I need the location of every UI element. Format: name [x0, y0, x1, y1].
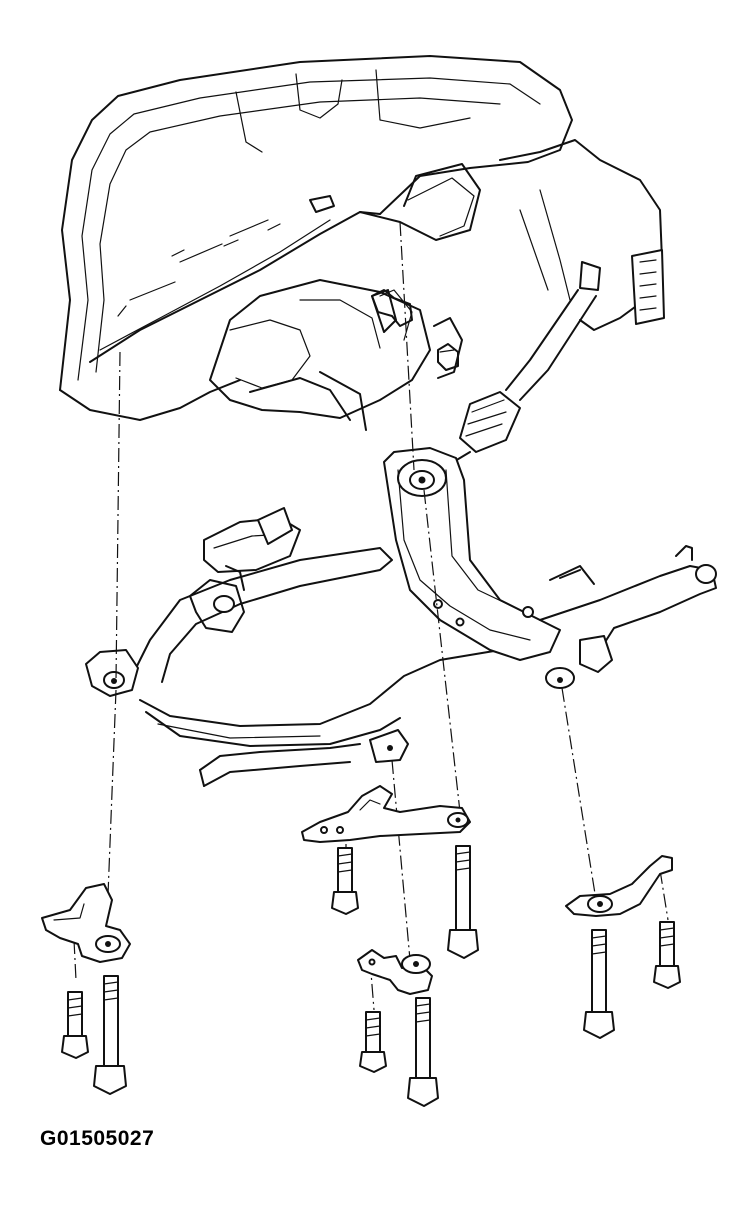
mount-bracket-top — [371, 289, 459, 371]
crossmember — [85, 447, 717, 787]
vehicle-underbody — [59, 55, 573, 421]
bracket-center-lower — [357, 949, 433, 995]
bolt-right-b — [653, 921, 681, 989]
bolt-center-a — [331, 847, 359, 915]
bolt-left-b — [93, 975, 127, 1095]
bolt-center-c — [359, 1011, 387, 1073]
bolt-center-b — [447, 845, 479, 959]
bolt-left-a — [61, 991, 89, 1059]
bracket-left — [41, 883, 131, 963]
alignment-lines — [73, 221, 669, 1011]
engine-block — [209, 279, 463, 431]
steering-shaft — [439, 139, 665, 471]
bracket-right — [565, 855, 673, 917]
figure-code: G01505027 — [40, 1127, 155, 1150]
bolt-right-a — [583, 929, 615, 1039]
bracket-center-upper — [301, 785, 471, 843]
bolt-center-d — [407, 997, 439, 1107]
